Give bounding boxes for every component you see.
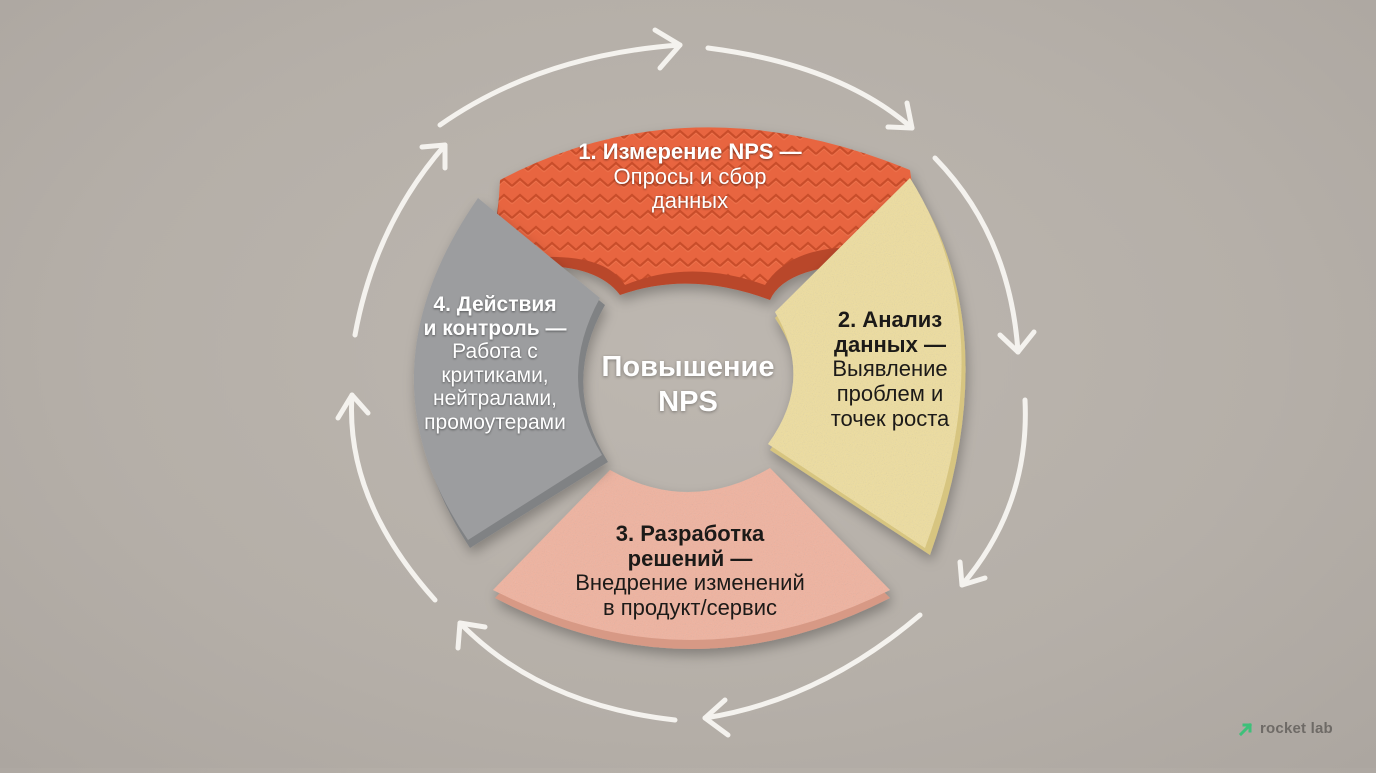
center-label-line2: NPS	[658, 385, 718, 418]
segment-1-desc-line2: данных	[651, 188, 729, 214]
arrow-icon	[957, 397, 1028, 588]
arrow-icon	[455, 620, 678, 723]
segment-3-desc-line2: в продукт/сервис	[602, 594, 778, 620]
segment-3-desc-line1: Внедрение изменений	[575, 570, 805, 596]
arrow-icon	[702, 612, 923, 738]
arrow-icon	[352, 142, 448, 338]
arrow-icon	[932, 155, 1037, 355]
center-label-line1: Повышение	[601, 351, 775, 383]
segment-2-desc-line2: проблем и	[836, 380, 944, 406]
segment-2-label: 2. Анализ данных — Выявление проблем и т…	[800, 307, 980, 431]
segment-4-desc-line3: нейтралами,	[433, 387, 557, 411]
segment-4-title-line1: 4. Действия	[433, 293, 557, 316]
segment-2-title-line1: 2. Анализ	[837, 307, 943, 332]
segment-4-actions	[413, 198, 608, 548]
rocket-arrow-icon	[1238, 722, 1253, 736]
segment-3-label: 3. Разработка решений — Внедрение измене…	[540, 521, 840, 621]
segment-1-label: 1. Измерение NPS — Опросы и сбор данных	[540, 139, 840, 214]
segment-4-desc-line1: Работа с	[452, 340, 538, 364]
segment-2-desc-line3: точек роста	[830, 405, 950, 431]
segment-3-solutions	[493, 468, 890, 649]
segment-3-title-line1: 3. Разработка	[615, 521, 765, 546]
segment-1-measure	[490, 127, 930, 300]
brand-logo: rocket lab	[1238, 720, 1333, 737]
segment-3-title-line2: решений —	[627, 545, 753, 571]
segment-4-desc-line4: промоутерами	[424, 410, 566, 434]
segment-2-analysis	[768, 178, 966, 555]
brand-label: rocket lab	[1260, 720, 1333, 737]
cycle-arrows	[335, 27, 1037, 738]
segment-2-title-line2: данных —	[834, 331, 946, 357]
arrow-icon	[437, 27, 683, 128]
segment-4-label: 4. Действия и контроль — Работа с критик…	[395, 293, 595, 434]
segment-4-desc-line2: критиками,	[441, 363, 549, 387]
segment-2-desc-line1: Выявление	[832, 356, 948, 382]
arrow-icon	[335, 392, 438, 603]
segment-1-desc-line1: Опросы и сбор	[613, 163, 767, 189]
segment-1-title: 1. Измерение NPS —	[578, 139, 802, 164]
arrow-icon	[705, 45, 915, 131]
segment-4-title-line2: и контроль —	[423, 316, 567, 340]
center-label: Повышение NPS	[578, 350, 798, 420]
